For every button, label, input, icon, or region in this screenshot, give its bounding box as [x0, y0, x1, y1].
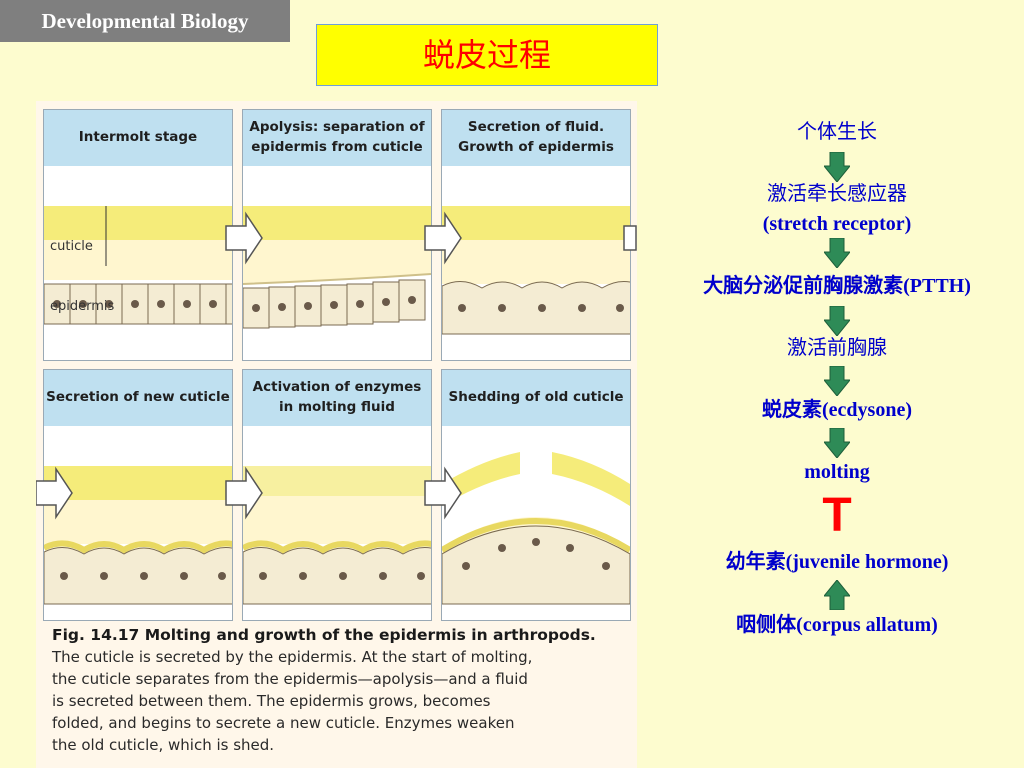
inhibition-symbol: T — [822, 489, 852, 542]
panel-apolysis-drawing — [243, 206, 431, 329]
arrow-right-icon — [424, 466, 462, 520]
down-arrow-icon — [824, 428, 850, 458]
panel-label: Activation of enzymes in molting fluid — [243, 370, 431, 426]
arrow-right-icon — [424, 211, 462, 265]
panel-label: Shedding of old cuticle — [442, 370, 630, 426]
panel-label: Intermolt stage — [44, 110, 232, 166]
flow-step-growth: 个体生长 — [797, 121, 877, 143]
down-arrow-icon — [824, 238, 850, 268]
flow-step-ptth: 大脑分泌促前胸腺激素(PTTH) — [703, 275, 971, 297]
arrow-right-icon — [623, 225, 637, 251]
flow-step-stretch-receptor-en: (stretch receptor) — [762, 213, 912, 235]
panel-enzymes: Activation of enzymes in molting fluid — [242, 369, 432, 621]
flow-step-prothoracic-gland: 激活前胸腺 — [787, 337, 887, 359]
arrow-right-icon — [36, 466, 73, 520]
panel-arrows — [36, 211, 637, 520]
panel-label: Apolysis: separation of epidermis from c… — [243, 110, 431, 166]
down-arrow-icon — [824, 152, 850, 182]
panel-fluid: Secretion of fluid. Growth of epidermis — [441, 109, 631, 361]
caption-line: the old cuticle, which is shed. — [52, 736, 275, 754]
down-arrow-icon — [824, 306, 850, 336]
flow-step-stretch-receptor: 激活牵长感应器 — [767, 183, 907, 205]
caption-line: The cuticle is secreted by the epidermis… — [52, 648, 533, 666]
flow-step-juvenile-hormone: 幼年素(juvenile hormone) — [725, 551, 949, 573]
caption-line: the cuticle separates from the epidermis… — [52, 670, 528, 688]
panel-shedding: Shedding of old cuticle — [441, 369, 631, 621]
panel-label: Secretion of fluid. Growth of epidermis — [442, 110, 630, 166]
panel-new-cuticle: Secretion of new cuticle — [43, 369, 233, 621]
figure-caption: Fig. 14.17 Molting and growth of the epi… — [52, 624, 627, 756]
flow-step-corpus-allatum: 咽侧体(corpus allatum) — [736, 614, 938, 636]
cuticle-label: cuticle — [50, 239, 93, 254]
panel-intermolt: Intermolt stage cuticle epidermis — [43, 109, 233, 361]
epidermis-label: epidermis — [50, 299, 115, 314]
arrow-right-icon — [225, 211, 263, 265]
panel-apolysis: Apolysis: separation of epidermis from c… — [242, 109, 432, 361]
down-arrow-icon — [824, 366, 850, 396]
flow-step-molting: molting — [804, 461, 870, 483]
slide-title: 蜕皮过程 — [316, 24, 658, 86]
flow-step-ecdysone: 蜕皮素(ecdysone) — [762, 399, 912, 421]
molting-figure: Intermolt stage cuticle epidermis Apolys… — [36, 101, 637, 768]
caption-line: folded, and begins to secrete a new cuti… — [52, 714, 515, 732]
panel-enzymes-drawing — [243, 466, 431, 605]
caption-line: is secreted between them. The epidermis … — [52, 692, 491, 710]
panel-fluid-drawing — [442, 206, 630, 335]
caption-title: Fig. 14.17 Molting and growth of the epi… — [52, 626, 596, 644]
panel-intermolt-drawing: cuticle epidermis — [44, 206, 232, 325]
course-tag: Developmental Biology — [0, 0, 290, 42]
panel-label: Secretion of new cuticle — [44, 370, 232, 426]
panel-new-cuticle-drawing — [44, 466, 232, 605]
up-arrow-icon — [824, 580, 850, 610]
arrow-right-icon — [225, 466, 263, 520]
